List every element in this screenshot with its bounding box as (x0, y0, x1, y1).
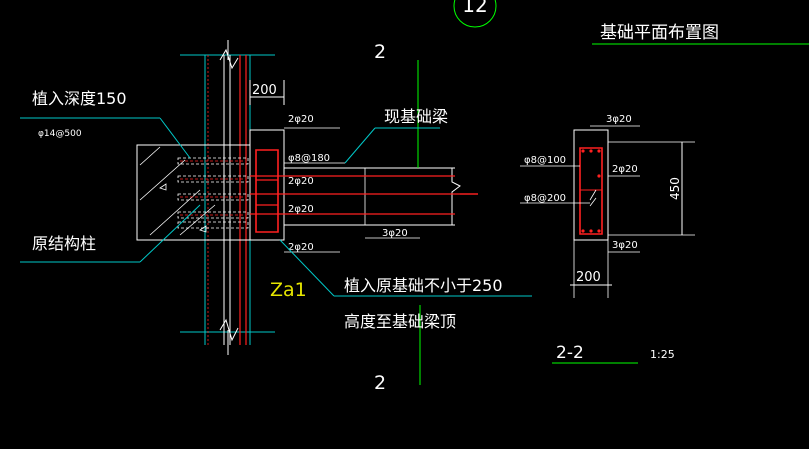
original-column-label: 原结构柱 (32, 234, 96, 253)
sec-width-label: 200 (576, 270, 601, 285)
section-2-2: 3φ20 φ8@100 φ8@200 2φ20 3φ20 450 200 2-2… (520, 114, 695, 364)
bar-bot-inner-label: 3φ20 (382, 228, 408, 239)
sec-stirrup-b-label: φ8@200 (524, 193, 566, 204)
new-beam-leader: 现基础梁 (344, 107, 448, 164)
note-line1: 植入原基础不小于250 (344, 276, 503, 295)
stirrup-label: φ8@180 (288, 153, 330, 164)
bar-mid1-label: 2φ20 (288, 176, 314, 187)
bar-bot-label: 2φ20 (288, 242, 314, 253)
beam-rebar-labels: 2φ20 φ8@180 2φ20 2φ20 3φ20 2φ20 (284, 114, 420, 253)
axis-bubble: 12 (453, 0, 497, 28)
embed-depth-leader: 植入深度150 φ14@500 (20, 89, 191, 159)
dowel-bars (177, 157, 249, 229)
original-foundation-block (136, 144, 251, 241)
dim-200-label: 200 (252, 83, 277, 98)
sec-top-bars-label: 3φ20 (606, 114, 632, 125)
original-column-leader: 原结构柱 (20, 204, 201, 263)
sec-side-bars-label: 2φ20 (612, 164, 638, 175)
embed-depth-label: 植入深度150 (32, 89, 127, 108)
sec-height-label: 450 (668, 177, 682, 200)
note-line2: 高度至基础梁顶 (344, 312, 456, 331)
section-mark-bottom: 2 (374, 372, 386, 394)
section-mark-top: 2 (374, 41, 386, 63)
dowel-label: φ14@500 (38, 129, 82, 139)
bar-mid2-label: 2φ20 (288, 204, 314, 215)
sec-stirrup-a-label: φ8@100 (524, 155, 566, 166)
dimension-200-left: 200 (249, 80, 285, 105)
sec-title: 2-2 (556, 343, 584, 363)
plan-title-block: 基础平面布置图 (592, 23, 809, 45)
new-foundation-beam (249, 129, 478, 241)
member-note: Za1 植入原基础不小于250 高度至基础梁顶 (270, 239, 532, 331)
sec-bottom-bars-label: 3φ20 (612, 240, 638, 251)
plan-title: 基础平面布置图 (600, 23, 719, 43)
bar-top-label: 2φ20 (288, 114, 314, 125)
new-beam-label: 现基础梁 (384, 107, 448, 126)
member-label: Za1 (270, 279, 307, 301)
sec-scale: 1:25 (650, 348, 675, 361)
section-cut-marks: 2 2 (374, 41, 421, 394)
axis-bubble-label: 12 (462, 0, 487, 17)
